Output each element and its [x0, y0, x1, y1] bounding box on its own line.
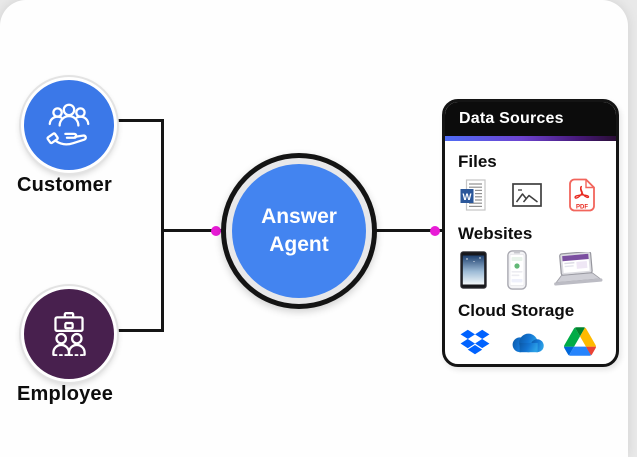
- connector-dot-right: [430, 226, 440, 236]
- dropbox-icon: [460, 328, 490, 356]
- websites-icon-row: [458, 250, 604, 290]
- pdf-file-icon: PDF: [568, 178, 596, 212]
- answer-agent-node: Answer Agent: [221, 153, 377, 309]
- data-sources-title: Data Sources: [445, 102, 616, 136]
- google-drive-icon: [564, 327, 596, 356]
- answer-agent-circle: Answer Agent: [232, 164, 366, 298]
- connector-employee-line: [109, 329, 164, 332]
- connector-customer-line: [109, 119, 164, 122]
- word-document-icon: W: [460, 179, 486, 211]
- svg-text:PDF: PDF: [576, 205, 588, 211]
- employee-briefcase-icon: [43, 308, 95, 360]
- connector-agent-right-line: [365, 229, 442, 232]
- data-sources-panel: Data Sources Files W: [442, 99, 619, 367]
- employee-node: [21, 286, 117, 382]
- smartphone-icon: [506, 250, 527, 290]
- websites-section-label: Websites: [458, 224, 533, 243]
- answer-agent-label-line1: Answer: [261, 204, 337, 228]
- connector-agent-left-line: [161, 229, 222, 232]
- accent-gradient-bar: [445, 136, 616, 141]
- employee-label: Employee: [17, 383, 114, 405]
- data-sources-body: Files W: [445, 141, 616, 356]
- files-section-label: Files: [458, 152, 497, 171]
- customer-care-icon: [43, 99, 95, 151]
- customer-label: Customer: [17, 174, 112, 196]
- answer-agent-label-line2: Agent: [269, 233, 329, 256]
- files-icon-row: W PDF: [458, 178, 604, 212]
- connector-vertical-line: [161, 119, 164, 332]
- tablet-icon: [460, 251, 487, 289]
- customer-node: [21, 77, 117, 173]
- onedrive-icon: [507, 329, 547, 355]
- connector-dot-left: [211, 226, 221, 236]
- cloud-storage-section-label: Cloud Storage: [458, 301, 575, 320]
- image-file-icon: [512, 183, 542, 207]
- laptop-icon: [546, 252, 604, 288]
- cloud-storage-icon-row: [458, 327, 604, 356]
- svg-text:W: W: [463, 192, 472, 203]
